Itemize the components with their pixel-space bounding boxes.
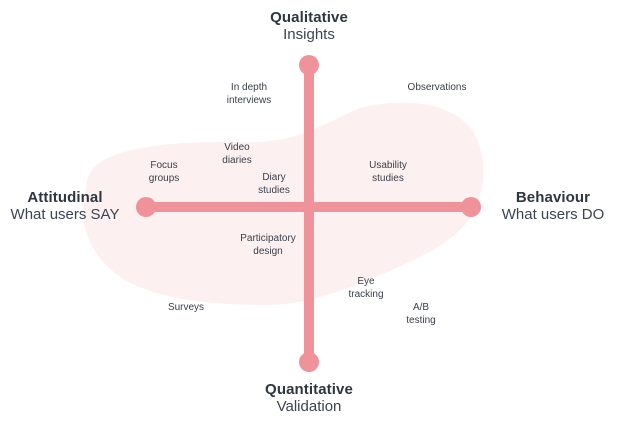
method-participatory-design: Participatory design (240, 233, 296, 257)
method-surveys: Surveys (167, 302, 205, 313)
pole-top-label: Qualitative Insights (249, 9, 369, 44)
method-in-depth-interviews: In depth interviews (226, 82, 272, 106)
pole-top-title: Qualitative (270, 9, 348, 26)
method-diary-studies: Diary studies (258, 172, 290, 196)
pole-right-subtitle: What users DO (501, 205, 605, 223)
axis-end-dot-left (136, 197, 156, 217)
method-eye-tracking: Eye tracking (348, 276, 384, 300)
pole-left-title: Attitudinal (27, 189, 103, 206)
pole-bottom-label: Quantitative Validation (244, 381, 374, 416)
pole-bottom-title: Quantitative (265, 381, 353, 398)
axis-end-dot-top (299, 55, 319, 75)
axis-end-dot-bottom (299, 352, 319, 372)
method-focus-groups: Focus groups (148, 160, 180, 184)
method-observations: Observations (407, 82, 467, 93)
axis-end-dot-right (461, 197, 481, 217)
pole-left-subtitle: What users SAY (10, 205, 120, 223)
method-ab-testing: A/B testing (406, 302, 436, 326)
method-usability-studies: Usability studies (369, 160, 407, 184)
pole-left-label: Attitudinal What users SAY (2, 189, 128, 224)
pole-bottom-subtitle: Validation (276, 397, 342, 415)
method-video-diaries: Video diaries (222, 142, 252, 166)
pole-right-title: Behaviour (515, 189, 591, 206)
pole-right-label: Behaviour What users DO (491, 189, 615, 224)
pole-top-subtitle: Insights (283, 25, 335, 43)
